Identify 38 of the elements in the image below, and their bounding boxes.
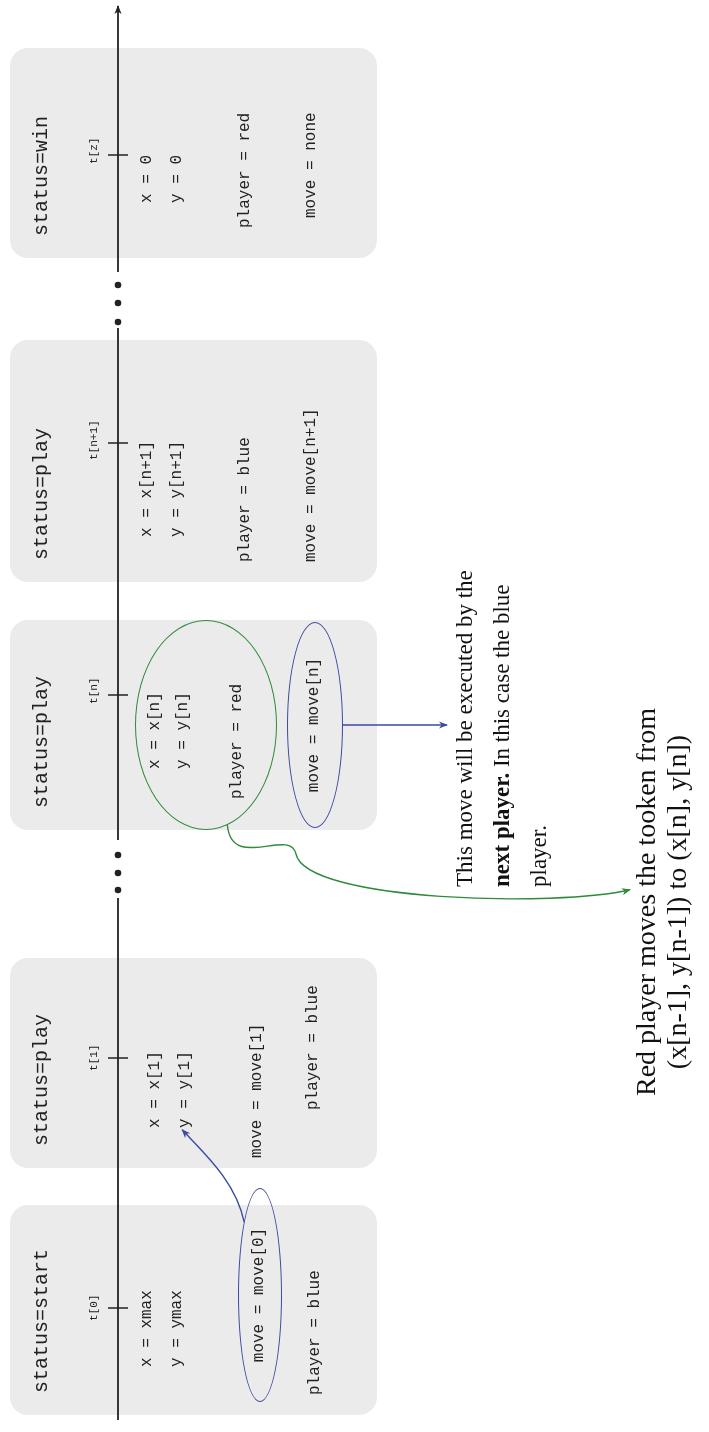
assignment-text: player = red [236,112,255,228]
arrow [342,721,448,729]
assignment-text: y = y[1] [176,1051,195,1128]
assignment-text: x = x[n] [146,692,165,769]
time-label: t[z] [88,137,101,164]
assignment-text: y = 0 [168,155,187,203]
assignment-text: move = move[n] [305,656,324,795]
state-card [10,620,377,830]
time-label: t[n] [88,677,101,704]
assignment-text: move = move[1] [248,1023,267,1158]
assignment-text: player = blue [304,985,323,1110]
status-label: status=win [30,115,53,236]
assignment-text: move = none [302,112,321,218]
assignment-text: x = xmax [138,1290,157,1367]
assignment-text: y = ymax [168,1290,187,1367]
state-card [10,48,377,258]
arrow [181,1129,245,1223]
assignment-text: player = blue [306,1270,325,1395]
assignment-text: x = x[1] [146,1051,165,1128]
status-label: status=play [30,427,53,560]
assignment-text: x = x[n+1] [138,441,157,537]
assignment-text: y = y[n] [174,692,193,769]
assignment-text: move = move[n+1] [302,408,321,562]
time-label: t[1] [88,1044,101,1071]
assignment-text: y = y[n+1] [168,441,187,537]
status-label: status=play [30,675,53,808]
status-label: status=play [30,1013,53,1146]
arrow [226,824,631,900]
annotation-text: Red player moves the tooken from (x[n-1], y[n-1]) to (x[n], y[n]) [630,707,693,1098]
assignment-text: player = blue [236,437,255,562]
assignment-text: player = red [228,683,247,799]
assignment-text: x = 0 [138,155,157,203]
state-card [10,340,377,582]
time-label: t[n+1] [88,420,101,460]
assignment-text: move = move[0] [250,1226,269,1365]
status-label: status=start [30,1248,53,1393]
state-card [10,958,377,1168]
time-label: t[0] [88,1294,101,1321]
